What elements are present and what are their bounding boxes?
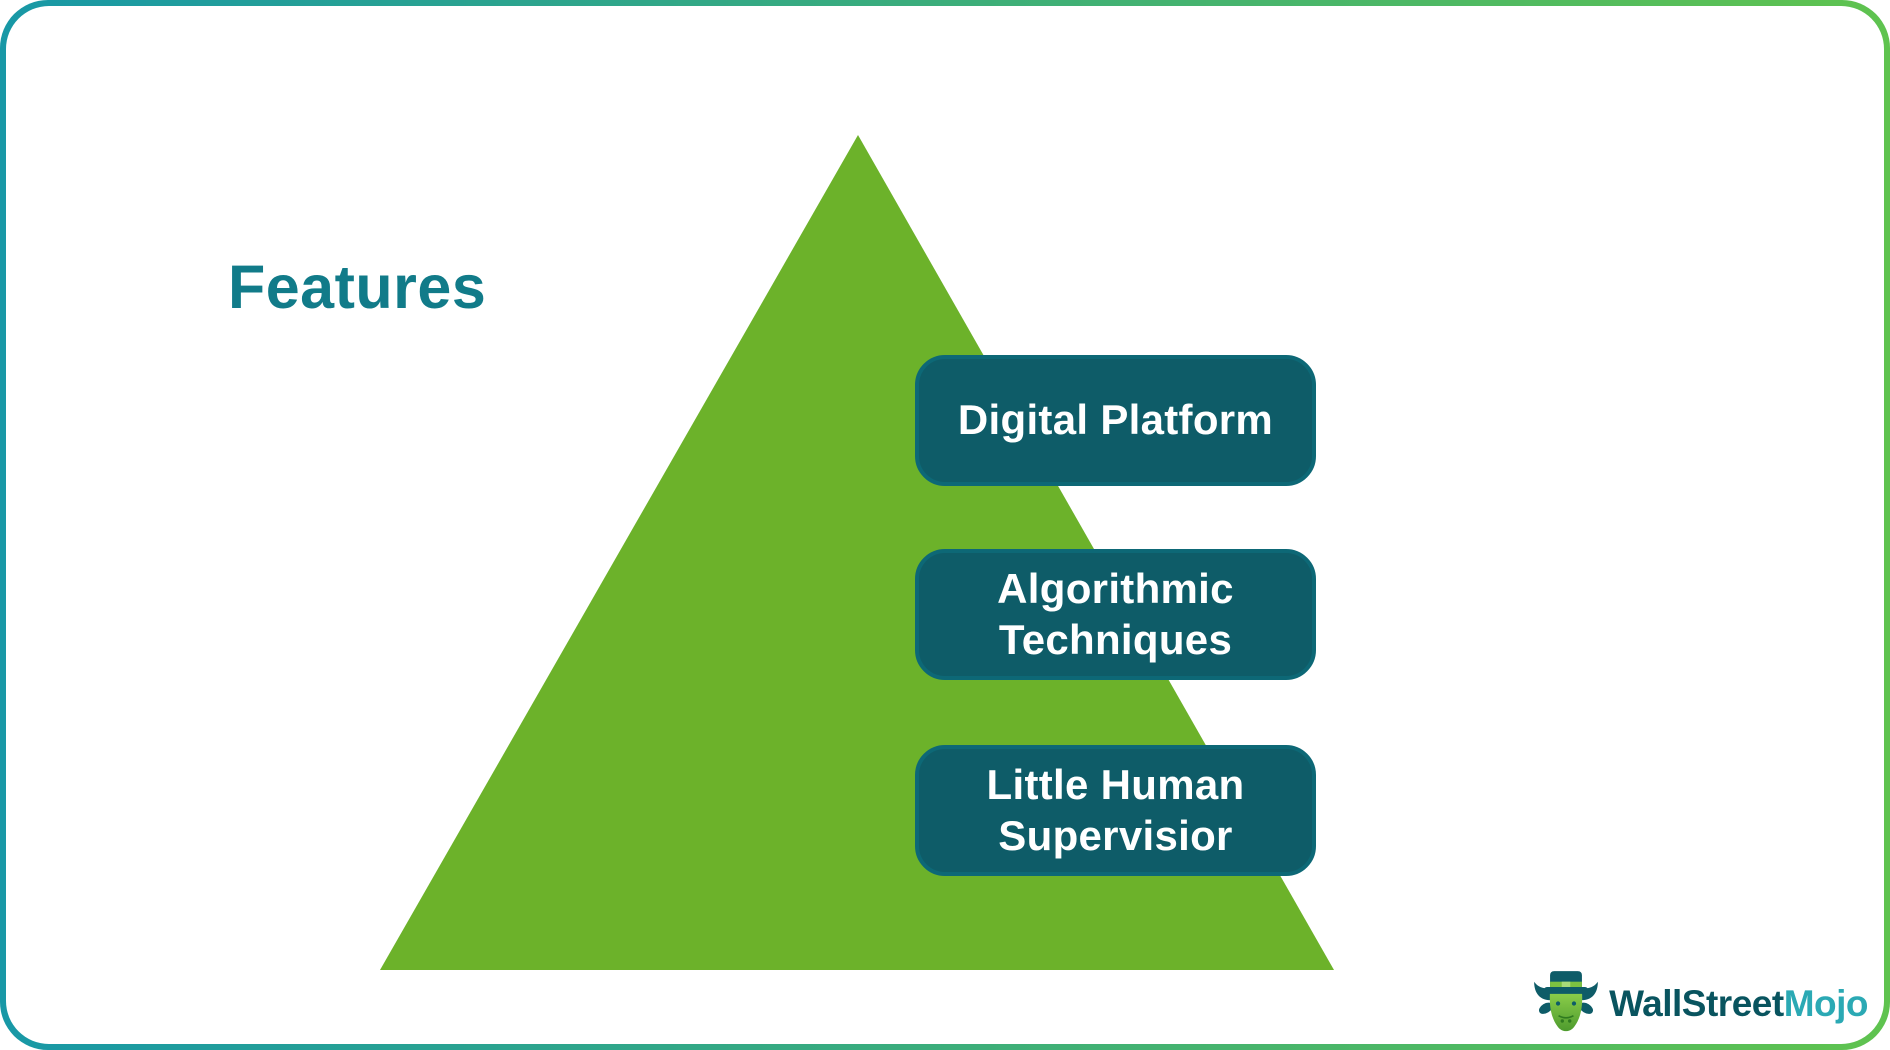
- pyramid-level-1-label: Digital Platform: [957, 396, 1274, 444]
- pyramid-level-3-box: Little Human Supervisior: [915, 745, 1316, 876]
- pyramid-level-2-box: Algorithmic Techniques: [915, 549, 1316, 680]
- pyramid-level-2-label: Algorithmic Techniques: [997, 565, 1234, 663]
- wordmark-accent: Mojo: [1783, 983, 1869, 1024]
- wallstreetmojo-mascot-icon: [1534, 971, 1598, 1032]
- wordmark-primary: WallStreet: [1609, 983, 1784, 1024]
- wallstreetmojo-wordmark: WallStreetMojo: [1609, 983, 1868, 1025]
- pyramid-level-3-label: Little Human Supervisior: [986, 761, 1245, 859]
- page-title: Features: [228, 253, 487, 321]
- pyramid-level-1-box: Digital Platform: [915, 355, 1316, 486]
- wallstreetmojo-logo: WallStreetMojo: [1532, 970, 1869, 1038]
